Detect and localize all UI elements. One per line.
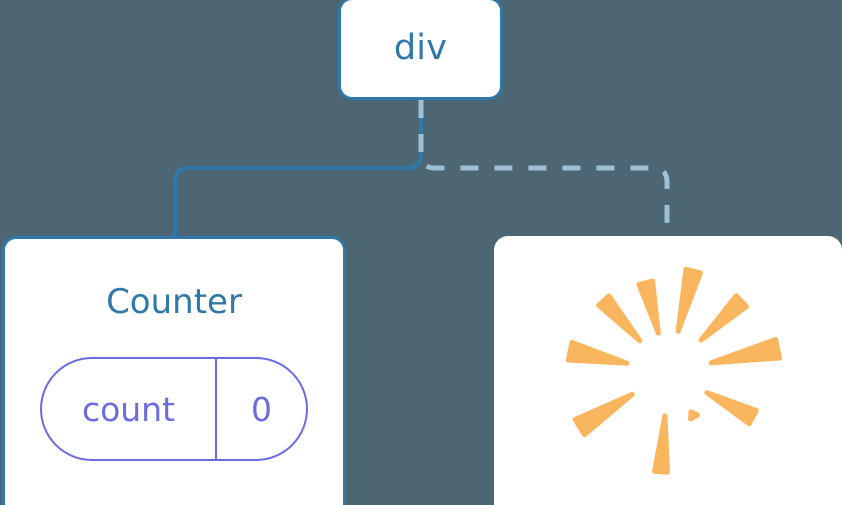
edge-div-to-counter: [173, 98, 423, 239]
state-value-label: 0: [251, 389, 272, 429]
burst-ray-6: [708, 336, 783, 366]
burst-ray-4: [698, 293, 750, 343]
burst-ray-8: [704, 390, 759, 427]
burst-ray-9: [652, 413, 671, 475]
burst-ray-10: [688, 409, 700, 422]
node-div-label: div: [393, 28, 448, 68]
sparkle-burst-icon: [565, 266, 783, 475]
burst-ray-5: [565, 339, 630, 366]
burst-ray-1: [636, 278, 661, 336]
burst-ray-7: [572, 391, 635, 438]
node-counter[interactable]: Counter count 0: [2, 236, 346, 505]
state-key-label: count: [42, 359, 217, 459]
burst-ray-2: [675, 266, 703, 334]
edge-div-to-rerender: [418, 100, 670, 236]
node-div[interactable]: div: [338, 0, 503, 100]
node-counter-label: Counter: [106, 282, 242, 322]
node-rerender-burst[interactable]: [494, 236, 842, 505]
state-pill-count[interactable]: count 0: [40, 357, 308, 461]
burst-ray-3: [596, 293, 643, 344]
